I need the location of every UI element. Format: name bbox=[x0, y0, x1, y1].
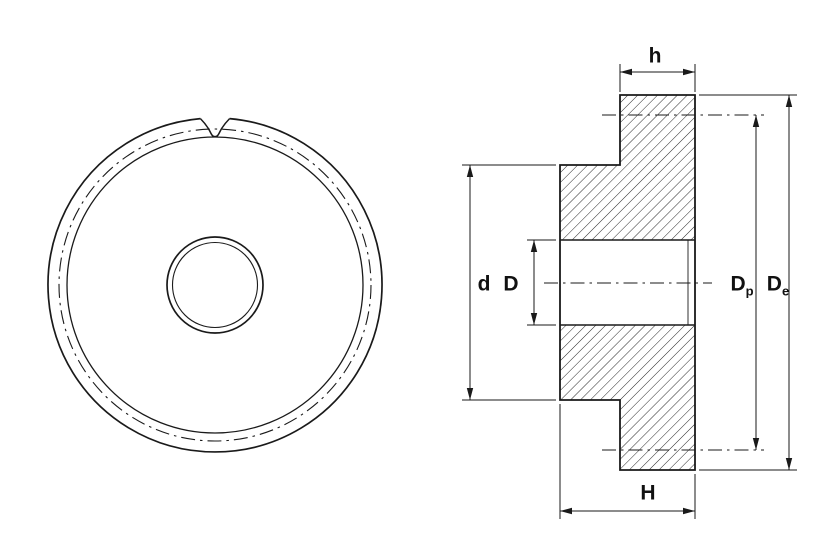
label-h-text: h bbox=[648, 44, 662, 68]
label-hub-diameter-d: d bbox=[478, 274, 491, 295]
dimension-D bbox=[527, 239, 556, 326]
label-De-subscript: e bbox=[781, 283, 790, 299]
label-De-main: D bbox=[766, 272, 782, 296]
label-d-text: d bbox=[477, 272, 491, 296]
section-hatch-lower bbox=[560, 325, 695, 470]
tooth-gap-notch bbox=[199, 118, 231, 138]
label-pitch-diameter-Dp: Dp bbox=[730, 272, 753, 298]
label-hub-width-H: H bbox=[640, 483, 655, 504]
label-Dp-subscript: p bbox=[745, 283, 754, 299]
section-hatch-upper bbox=[560, 95, 695, 240]
dimension-H bbox=[559, 404, 696, 519]
bore-chamfer-circle bbox=[171, 241, 259, 329]
label-tooth-width-h: h bbox=[649, 46, 662, 67]
label-outside-diameter-De: De bbox=[766, 272, 789, 298]
dimension-d bbox=[462, 164, 556, 401]
dimensions bbox=[462, 64, 797, 519]
tip-circle bbox=[47, 117, 383, 453]
front-view bbox=[47, 117, 383, 453]
section-outline bbox=[559, 94, 696, 471]
dimension-h bbox=[619, 64, 696, 92]
label-H-text: H bbox=[640, 481, 656, 505]
dimension-De bbox=[699, 94, 797, 471]
section-view bbox=[544, 94, 764, 471]
root-circle bbox=[66, 136, 364, 434]
label-D-text: D bbox=[503, 272, 519, 296]
pitch-circle bbox=[58, 128, 372, 442]
label-Dp-main: D bbox=[730, 272, 746, 296]
bore-circle bbox=[166, 236, 264, 334]
label-bore-diameter-D: D bbox=[503, 274, 518, 295]
